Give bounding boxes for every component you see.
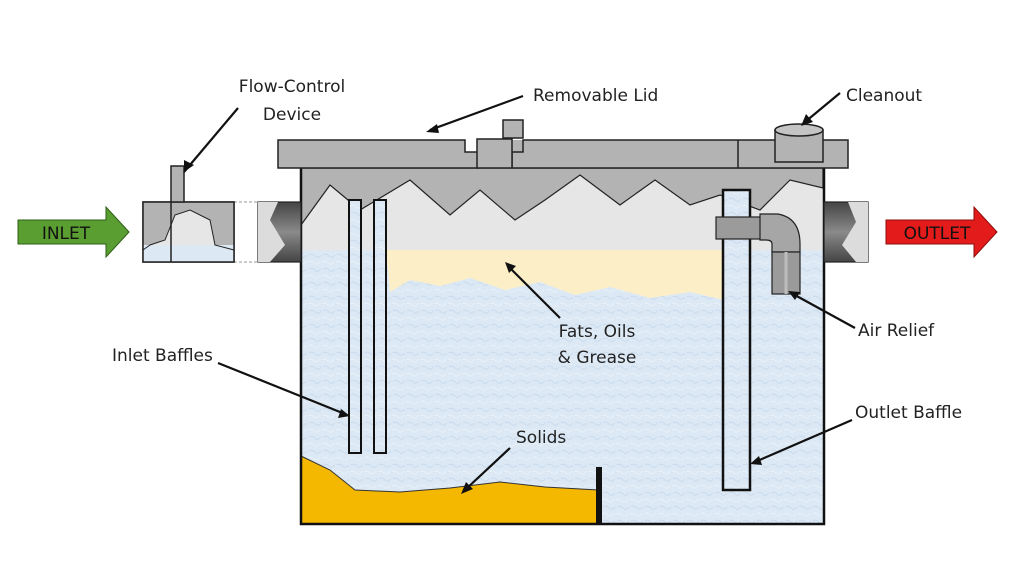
outlet-baffle <box>721 188 752 492</box>
inlet-arrow: INLET <box>17 205 130 259</box>
inlet-pipe <box>234 201 302 263</box>
label-flow-control-line1: Flow-Control <box>239 77 345 97</box>
leader-lines <box>183 92 856 494</box>
tank-walls <box>299 168 826 526</box>
solids-divider <box>596 467 602 524</box>
label-removable-lid: Removable Lid <box>533 86 658 106</box>
label-cleanout: Cleanout <box>846 86 922 106</box>
inlet-baffles <box>348 199 387 454</box>
label-fats-line1: Fats, Oils <box>559 322 636 342</box>
label-solids: Solids <box>516 428 566 448</box>
label-air-relief: Air Relief <box>858 321 935 341</box>
flow-control-device <box>142 165 235 263</box>
label-flow-control-line2: Device <box>263 105 321 125</box>
inlet-arrow-label: INLET <box>42 224 91 244</box>
cleanout-cap <box>774 123 824 163</box>
removable-lid <box>277 119 849 169</box>
grease-layer <box>386 250 724 300</box>
outlet-pipe <box>823 201 869 263</box>
outlet-arrow-label: OUTLET <box>904 224 971 244</box>
label-outlet-baffle: Outlet Baffle <box>855 403 962 423</box>
label-fats-line2: & Grease <box>558 348 637 368</box>
label-inlet-baffles: Inlet Baffles <box>112 346 213 366</box>
outlet-arrow: OUTLET <box>885 205 998 259</box>
air-relief-elbow <box>715 213 801 295</box>
